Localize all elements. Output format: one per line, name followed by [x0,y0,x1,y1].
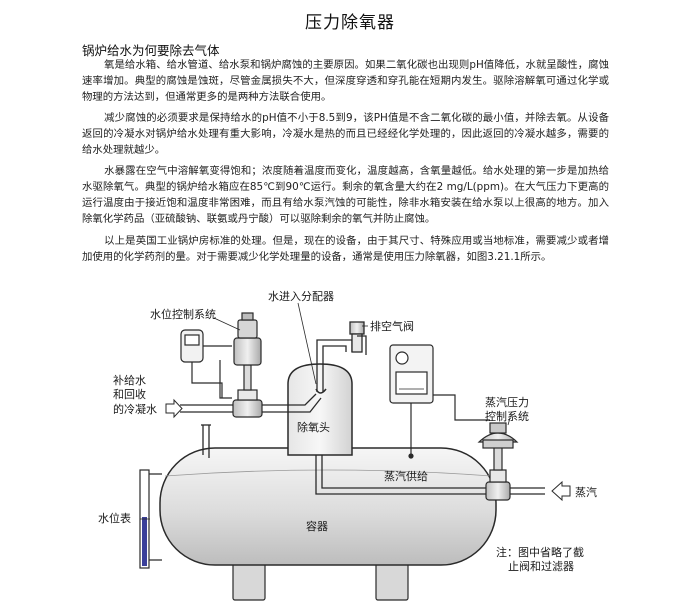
label-makeup-water-1: 补给水 [113,374,146,387]
page-title: 压力除氧器 [305,13,395,33]
water-inlet-distributor [315,339,340,394]
deaerator-head [287,363,353,456]
level-sensor [201,424,211,458]
level-controller-box [180,329,232,398]
label-vessel: 容器 [306,519,328,533]
label-makeup-water-3: 的冷凝水 [113,402,157,416]
steam-control-valve [477,422,519,501]
makeup-water-pipe [180,393,322,413]
paragraph-4-text: 以上是英国工业锅炉房标准的处理。但是，现在的设备，由于其尺寸、特殊应用或当地标准… [82,235,609,263]
label-steam-pressure-control-1: 蒸汽压力 [485,395,529,409]
section-heading: 锅炉给水为何要除去气体 [82,43,220,58]
paragraph-1: 氧是给水箱、给水管道、给水泵和锅炉腐蚀的主要原因。如果二氧化碳也出现则pH值降低… [82,58,609,106]
paragraph-3: 水暴露在空气中溶解氧变得饱和；浓度随着温度而变化，温度越高，含氧量越低。给水处理… [82,164,609,228]
level-control-valve [219,312,263,418]
label-note-1: 注：图中省略了截 [496,545,584,559]
label-level-gauge: 水位表 [98,511,131,525]
label-makeup-water-2: 和回收 [113,387,146,401]
label-deaerator-head: 除氧头 [297,420,330,434]
vent-valve [340,321,367,355]
paragraph-1-text: 氧是给水箱、给水管道、给水泵和锅炉腐蚀的主要原因。如果二氧化碳也出现则pH值降低… [82,59,609,103]
steam-pressure-controller [389,344,490,459]
label-vent-valve: 排空气阀 [370,319,414,333]
paragraph-3-text: 水暴露在空气中溶解氧变得饱和；浓度随着温度而变化，温度越高，含氧量越低。给水处理… [82,165,609,225]
main-vessel [159,447,497,566]
label-steam-supply: 蒸汽供给 [384,469,428,483]
diagram-labels: 水进入分配器 排空气阀 水位控制系统 补给水 和回收 的冷凝水 除氧头 蒸汽压力… [98,290,597,573]
label-note-2: 止阀和过滤器 [508,559,574,573]
label-water-inlet-distributor: 水进入分配器 [268,290,334,303]
paragraph-4: 以上是英国工业锅炉房标准的处理。但是，现在的设备，由于其尺寸、特殊应用或当地标准… [82,234,609,266]
vessel-supports [232,559,409,601]
leader-lines [140,302,511,520]
steam-inlet-arrow-icon [551,480,571,502]
label-level-control-system: 水位控制系统 [150,307,216,321]
steam-supply-pipe [315,455,545,495]
paragraph-2-text: 减少腐蚀的必须要求是保持给水的pH值不小于8.5到9，该PH值是不含二氧化碳的最… [82,112,609,156]
paragraph-2: 减少腐蚀的必须要求是保持给水的pH值不小于8.5到9，该PH值是不含二氧化碳的最… [82,111,609,159]
label-steam: 蒸汽 [575,485,597,499]
label-steam-pressure-control-2: 控制系统 [485,409,529,423]
makeup-water-arrow-icon [165,398,183,419]
